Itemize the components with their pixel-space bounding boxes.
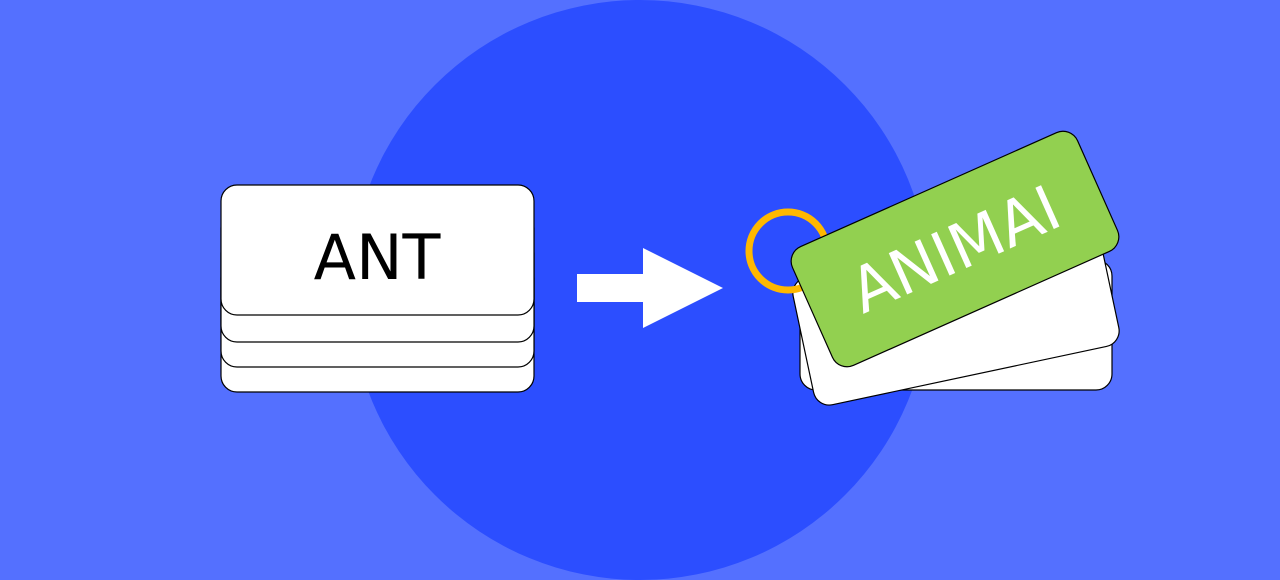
left-card-label: ANT [314, 221, 442, 294]
arrow-right-icon [577, 248, 723, 328]
left-card-stack: ANT [220, 184, 535, 393]
stack-card-top [220, 184, 535, 316]
fan-card-top [790, 130, 1120, 368]
right-card-fan: ANIMAI [745, 130, 1120, 406]
